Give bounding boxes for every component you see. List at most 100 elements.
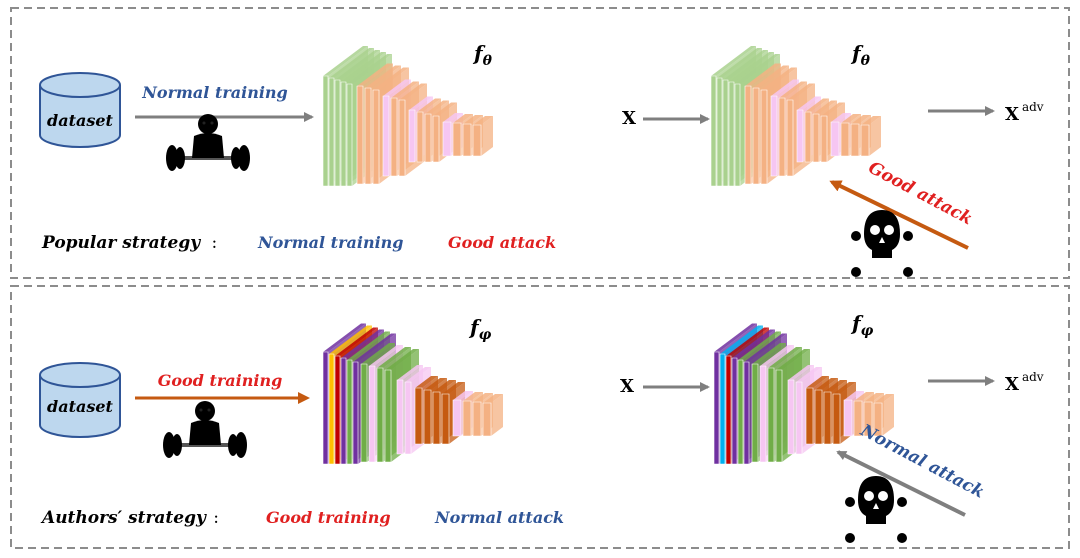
- bottom-panel-border: [10, 285, 1070, 549]
- layer-slab: [398, 99, 406, 177]
- layer-slab: [462, 400, 472, 437]
- layer-slab: [860, 124, 870, 157]
- attack-arrow: [836, 450, 966, 517]
- skull-crossbones-icon: [851, 210, 913, 277]
- layer-slab: [346, 359, 353, 465]
- layer-slab: [356, 85, 364, 185]
- dataset-cylinder: dataset: [39, 362, 121, 438]
- layer-slab: [734, 83, 741, 187]
- layer-slab: [372, 89, 380, 185]
- layer-slab: [442, 121, 452, 157]
- layer-slab: [744, 85, 752, 185]
- layer-slab: [743, 361, 750, 465]
- layer-slab: [452, 399, 462, 437]
- layer-slab: [710, 75, 717, 187]
- layer-slab: [384, 369, 392, 463]
- layer-slab: [752, 87, 760, 185]
- layer-slab: [423, 389, 432, 445]
- layer-slab: [462, 123, 472, 157]
- layer-slab: [812, 113, 820, 163]
- skull-crossbones-icon: [845, 476, 907, 543]
- model-label: fφ: [850, 311, 874, 339]
- model-label: fθ: [472, 41, 493, 69]
- layer-slab: [863, 401, 873, 437]
- layer-slab: [731, 357, 738, 465]
- layer-slab: [340, 357, 347, 465]
- layer-slab: [853, 400, 863, 437]
- layer-slab: [716, 77, 723, 187]
- layer-slab: [775, 369, 783, 463]
- input-label: X: [622, 108, 636, 129]
- training-label: Good training: [158, 371, 283, 390]
- layer-slab: [832, 393, 841, 445]
- weightlifter-icon: [166, 114, 250, 180]
- network-stack: [322, 323, 503, 465]
- layer-slab: [760, 89, 768, 185]
- model-label: fφ: [468, 315, 492, 343]
- training-label: Normal training: [141, 83, 287, 102]
- layer-slab: [820, 115, 828, 163]
- layer-slab: [728, 81, 735, 187]
- layer-slab: [719, 353, 726, 465]
- layer-slab: [382, 95, 390, 177]
- attack-arrow: [829, 180, 969, 250]
- layer-slab: [340, 81, 347, 187]
- layer-slab: [322, 75, 329, 187]
- layer-slab: [850, 123, 860, 157]
- layer-slab: [328, 353, 335, 465]
- layer-slab: [441, 393, 450, 445]
- layer-slab: [787, 379, 795, 455]
- layer-slab: [472, 124, 482, 157]
- dataset-label: dataset: [47, 111, 114, 130]
- layer-slab: [404, 381, 412, 455]
- weightlifter-icon: [163, 401, 247, 467]
- layer-slab: [352, 361, 359, 465]
- layer-slab: [759, 365, 767, 463]
- layer-slab: [843, 399, 853, 437]
- layer-slab: [334, 79, 341, 187]
- layer-slab: [830, 121, 840, 157]
- layer-slab: [778, 97, 786, 177]
- layer-slab: [795, 381, 803, 455]
- layer-slab: [767, 367, 775, 463]
- layer-slab: [840, 122, 850, 157]
- strategy-line: Popular strategy : Normal training Good …: [41, 233, 556, 253]
- layer-slab: [376, 367, 384, 463]
- layer-slab: [322, 351, 329, 465]
- layer-slab: [432, 115, 440, 163]
- model-label: fθ: [850, 41, 871, 69]
- network-stack: [710, 46, 881, 187]
- strategy-line: Authors′ strategy : Good training Normal…: [40, 508, 564, 528]
- layer-slab: [368, 365, 376, 463]
- layer-slab: [424, 113, 432, 163]
- layer-slab: [751, 363, 759, 463]
- layer-slab: [770, 95, 778, 177]
- layer-slab: [713, 351, 720, 465]
- dataset-label: dataset: [47, 397, 114, 416]
- layer-slab: [725, 355, 732, 465]
- layer-slab: [796, 109, 804, 163]
- layer-slab: [414, 387, 423, 445]
- layer-slab: [416, 111, 424, 163]
- layer-slab: [805, 387, 814, 445]
- layer-slab: [432, 391, 441, 445]
- layer-slab: [873, 402, 883, 437]
- layer-slab: [360, 363, 368, 463]
- network-stack: [713, 323, 894, 465]
- layer-slab: [814, 389, 823, 445]
- layer-slab: [390, 97, 398, 177]
- layer-slab: [722, 79, 729, 187]
- layer-slab: [328, 77, 335, 187]
- layer-slab: [408, 109, 416, 163]
- layer-slab: [346, 83, 353, 187]
- layer-slab: [786, 99, 794, 177]
- layer-slab: [334, 355, 341, 465]
- layer-slab: [482, 402, 492, 437]
- layer-slab: [364, 87, 372, 185]
- input-label: X: [620, 376, 634, 397]
